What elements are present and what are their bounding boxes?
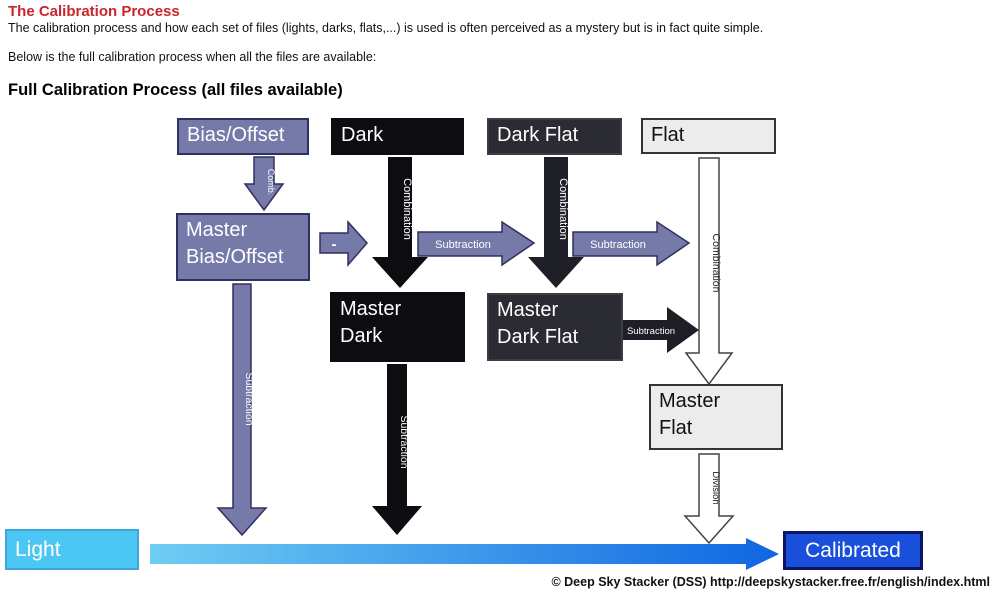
subtraction-arrow-masterdark-label: Subtraction	[398, 415, 410, 468]
page-title: The Calibration Process	[8, 3, 180, 20]
subtraction-arrow-bias-label: Subtraction	[243, 372, 255, 425]
subtraction-arrow-2: Subtraction	[572, 220, 691, 267]
box-dark: Dark	[331, 118, 464, 155]
minus-arrow-label: -	[332, 236, 337, 253]
copyright-text: © Deep Sky Stacker (DSS) http://deepskys…	[551, 575, 990, 589]
box-light: Light	[5, 529, 139, 570]
subtraction-arrow-bias: Subtraction	[216, 283, 268, 537]
subtraction-arrow-1-label: Subtraction	[435, 239, 491, 251]
subtraction-arrow-dark: Subtraction	[623, 307, 699, 353]
box-dark-flat: Dark Flat	[487, 118, 622, 155]
box-master-dark-flat: Master Dark Flat	[487, 293, 623, 361]
comb-arrow-label: Comb.	[266, 169, 276, 196]
division-arrow: Division	[683, 453, 735, 545]
minus-arrow: -	[319, 220, 369, 268]
box-master-bias-offset: Master Bias/Offset	[176, 213, 310, 281]
subtraction-arrow-dark-label: Subtraction	[627, 326, 675, 337]
combination-arrow-dark-label: Combination	[401, 178, 413, 240]
box-master-dark: Master Dark	[330, 292, 465, 362]
subtraction-arrow-1: Subtraction	[417, 220, 536, 267]
combination-arrow-dark: Combination	[372, 157, 428, 288]
box-master-flat: Master Flat	[649, 384, 783, 450]
comb-arrow: Comb.	[243, 156, 285, 212]
division-arrow-label: Division	[710, 471, 721, 504]
combination-arrow-dark-flat: Combination	[528, 157, 584, 288]
box-flat: Flat	[641, 118, 776, 154]
section-heading: Full Calibration Process (all files avai…	[8, 81, 343, 99]
combination-arrow-flat: Combination	[684, 157, 734, 386]
combination-arrow-flat-label: Combination	[710, 234, 722, 293]
subtitle-text: Below is the full calibration process wh…	[8, 50, 377, 64]
box-bias-offset: Bias/Offset	[177, 118, 309, 155]
intro-text: The calibration process and how each set…	[8, 21, 764, 35]
subtraction-arrow-masterdark: Subtraction	[372, 364, 422, 535]
box-calibrated: Calibrated	[783, 531, 923, 570]
combination-arrow-dark-flat-label: Combination	[557, 178, 569, 240]
light-to-calibrated-arrow	[150, 538, 779, 570]
subtraction-arrow-2-label: Subtraction	[590, 239, 646, 251]
